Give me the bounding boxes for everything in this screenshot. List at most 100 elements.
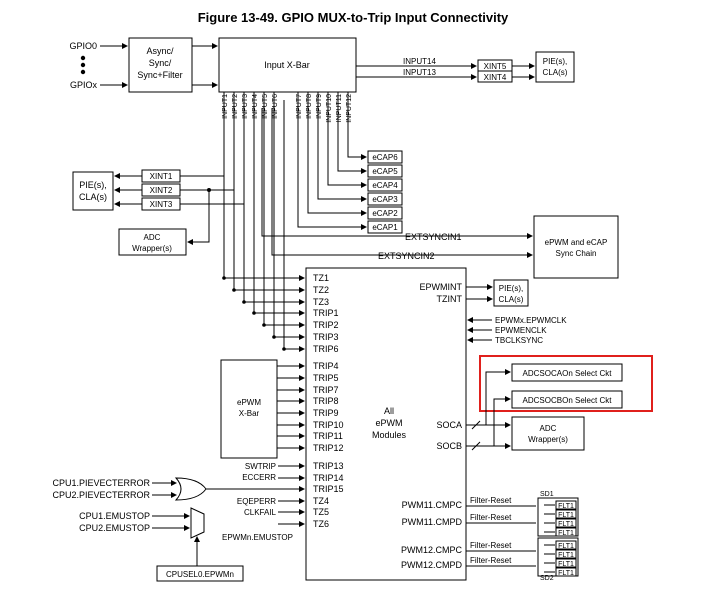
sd2-flt-label-4: FLT1: [558, 570, 574, 577]
epwm-input-14-label: TRIP11: [313, 431, 343, 441]
pie-cla-right-box: [493, 279, 529, 307]
xint-label-1: XINT1: [150, 172, 173, 181]
epwmclk-label: EPWMx.EPWMCLK: [495, 316, 567, 325]
epwm-input-19-label: TZ4: [313, 496, 329, 506]
epwm-input-21-label: TZ6: [313, 519, 329, 529]
ecap-wire-6: [297, 100, 367, 230]
cpusel-box: [156, 565, 244, 582]
cpu1-pie-label: CPU1.PIEVECTERROR: [52, 478, 150, 488]
tbclksync-label: TBCLKSYNC: [495, 336, 543, 345]
sync-line1: Async/: [146, 46, 174, 56]
input13-label: INPUT13: [403, 68, 436, 77]
gpio0-label: GPIO0: [69, 41, 97, 51]
xint-label-2: XINT2: [150, 186, 173, 195]
adc-left-line1: ADC: [144, 233, 161, 242]
xbar-input-8-label: INPUT8: [306, 94, 313, 119]
pwm12-cmpc-label: PWM12.CMPC: [401, 545, 463, 555]
swtrip-label: SWTRIP: [245, 462, 276, 471]
xbar-input-5-label: INPUT5: [262, 94, 269, 119]
xbar-input-10-label: INPUT10: [326, 94, 333, 123]
sd1-label: SD1: [540, 491, 554, 498]
xbar-input-7-label: INPUT7: [296, 94, 303, 119]
epwm-block-line1: All: [384, 406, 394, 416]
sd2-flt-label-3: FLT1: [558, 561, 574, 568]
ecap-box-4: [367, 192, 403, 206]
epwm-input-7-wire: [283, 100, 305, 352]
ecap-label-5: eCAP2: [372, 209, 398, 218]
epwm-input-4-dot: [252, 311, 256, 315]
epwm-input-6-label: TRIP3: [313, 332, 339, 342]
xbar-input-12-label: INPUT12: [346, 94, 353, 123]
input14-label: INPUT14: [403, 57, 436, 66]
pie-cla-top-box: [535, 51, 575, 83]
pie-right-line1: PIE(s),: [499, 284, 523, 293]
cpusel-label: CPUSEL0.EPWMn: [166, 570, 234, 579]
epwm-modules-box: [305, 267, 467, 581]
sd1-flt-label-4: FLT1: [558, 530, 574, 537]
soca-bus-slash: [471, 420, 481, 430]
xint4-label: XINT4: [484, 73, 507, 82]
extsyncin2-wire: [271, 108, 533, 258]
xint-wire-1: [180, 100, 225, 177]
pie-top-line1: PIE(s),: [543, 57, 567, 66]
mux-icon: [190, 507, 205, 539]
epwm-input-9-label: TRIP5: [313, 373, 339, 383]
ecap-box-3: [367, 178, 403, 192]
eccerr-label: ECCERR: [242, 473, 276, 482]
ecap-wire-3: [327, 100, 367, 188]
pwm12-cmpd-label: PWM12.CMPD: [401, 560, 463, 570]
adc-left-line2: Wrapper(s): [132, 244, 172, 253]
epwm-input-6-wire: [273, 100, 305, 340]
sd2-flt-label-2: FLT1: [558, 552, 574, 559]
xint5-label: XINT5: [484, 62, 507, 71]
extsyncin2-label: EXTSYNCIN2: [378, 251, 435, 261]
ecap-label-1: eCAP6: [372, 153, 398, 162]
cpu2-pie-label: CPU2.PIEVECTERROR: [52, 490, 150, 500]
figure-title: Figure 13-49. GPIO MUX-to-Trip Input Con…: [198, 10, 509, 25]
sd2-label: SD2: [540, 575, 554, 582]
epwm-input-labels: TZ1TZ2TZ3TRIP1TRIP2TRIP3TRIP6TRIP4TRIP5T…: [222, 100, 344, 529]
sync-chain-line2: Sync Chain: [556, 249, 597, 258]
sd1-flt-label-1: FLT1: [558, 503, 574, 510]
ecap-wire-1: [347, 100, 367, 160]
epwm-block-line2: ePWM: [376, 418, 403, 428]
epwm-input-20-label: TZ5: [313, 507, 329, 517]
soca-label: SOCA: [436, 420, 462, 430]
input-xbar-box: [218, 37, 357, 93]
xbar-input-lines: [223, 92, 349, 100]
pwm11-cmpd-label: PWM11.CMPD: [402, 517, 463, 527]
ecap-box-6: [367, 220, 403, 234]
sync-chain-line1: ePWM and eCAP: [545, 238, 608, 247]
sd1-flt-label-3: FLT1: [558, 521, 574, 528]
epwm-input-2-dot: [232, 288, 236, 292]
sd1-flt-3: [555, 518, 577, 528]
sync-line2: Sync/: [149, 58, 172, 68]
xbar-input-1-label: INPUT1: [222, 94, 229, 119]
epwm-input-2-label: TZ2: [313, 285, 329, 295]
epwm-input-5-dot: [262, 323, 266, 327]
socb-bus-slash: [471, 441, 481, 451]
adc-wrapper-left-box: [118, 228, 187, 256]
ecap-label-2: eCAP5: [372, 167, 398, 176]
sd1-flt-4: [555, 527, 577, 537]
pie-right-line2: CLA(s): [499, 295, 524, 304]
sync-filter-box: [128, 37, 193, 93]
filter-reset-3: Filter-Reset: [470, 541, 512, 550]
epwm-ecap-sync-box: [533, 215, 619, 279]
adc-wrapper-right-box: [511, 416, 585, 451]
epwm-input-1-dot: [222, 276, 226, 280]
epwm-input-5-label: TRIP2: [313, 320, 339, 330]
sd2-flt-4: [555, 567, 577, 577]
pie-top-line2: CLA(s): [543, 68, 568, 77]
tzint-label: TZINT: [437, 294, 463, 304]
cpu2-emu-label: CPU2.EMUSTOP: [79, 523, 150, 533]
epwm-xbar-box: [220, 359, 278, 459]
epwm-input-7-dot: [282, 347, 286, 351]
extsyncin1-label: EXTSYNCIN1: [405, 232, 462, 242]
socb-select-label: ADCSOCBOn Select Ckt: [523, 396, 613, 405]
xbar-input-2-label: INPUT2: [232, 94, 239, 119]
eqeperr-label: EQEPERR: [237, 497, 276, 506]
input-xbar-label: Input X-Bar: [264, 60, 310, 70]
